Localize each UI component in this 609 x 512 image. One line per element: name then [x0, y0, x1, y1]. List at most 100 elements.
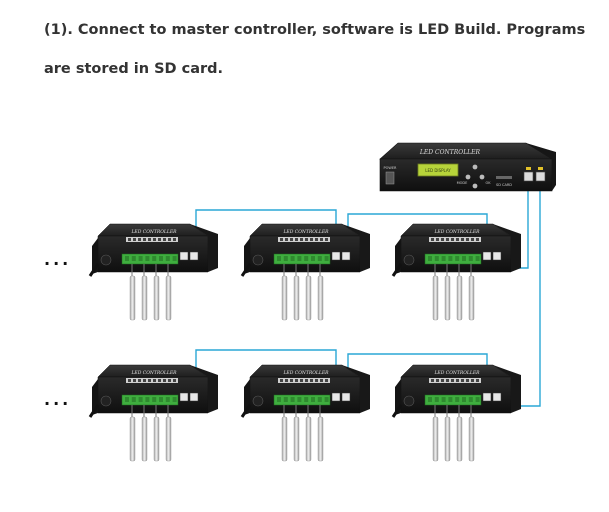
- led-tube: [293, 275, 300, 321]
- led-tube: [165, 275, 172, 321]
- led-tube: [444, 416, 451, 462]
- slave-terminal-screw: [138, 256, 143, 261]
- led-tube: [129, 275, 136, 321]
- slave-ethernet-port-in: [179, 392, 189, 402]
- slave-terminal-screw: [165, 397, 170, 402]
- master-ethernet-port-1: [523, 171, 534, 182]
- slave-power-gland: [252, 254, 264, 266]
- master-ok-button: [479, 174, 485, 180]
- slave-terminal-screw: [428, 397, 432, 402]
- slave-terminal-screw: [290, 397, 295, 402]
- master-power-switch: [385, 171, 395, 185]
- master-ok-label: OK: [485, 181, 491, 185]
- slave-plate-mark: [471, 379, 474, 382]
- slave-plate-mark: [153, 238, 156, 241]
- slave-terminal-screw: [441, 397, 446, 402]
- slave-terminal-block: [273, 394, 331, 406]
- continuation-ellipsis-top-row: ...: [44, 250, 72, 269]
- slave-terminal-screw: [283, 256, 288, 261]
- slave-power-cable: [391, 263, 403, 277]
- slave-terminal-screw: [131, 397, 136, 402]
- slave-plate-mark: [436, 379, 439, 382]
- slave-label-plate: [126, 237, 178, 242]
- slave-ethernet-port-in: [482, 251, 492, 261]
- master-lcd-display: [417, 163, 459, 177]
- slave-plate-mark: [305, 238, 308, 241]
- slave-plate-mark: [320, 379, 323, 382]
- led-tube: [141, 275, 148, 321]
- slave-plate-mark: [133, 238, 136, 241]
- slave-terminal-screw: [428, 256, 432, 261]
- led-tube: [456, 416, 463, 462]
- slave-plate-mark: [143, 238, 146, 241]
- slave-plate-mark: [320, 238, 323, 241]
- slave-plate-mark: [476, 238, 479, 241]
- led-tube: [165, 416, 172, 462]
- slave-terminal-block: [121, 253, 179, 265]
- slave-terminal-screw: [455, 397, 460, 402]
- caption-line-1: (1). Connect to master controller, softw…: [44, 22, 586, 38]
- led-tube: [153, 275, 160, 321]
- slave-terminal-screw: [448, 397, 453, 402]
- slave-ethernet-port-out: [189, 251, 199, 261]
- led-tube: [468, 275, 475, 321]
- slave-label-plate: [429, 378, 481, 383]
- slave-terminal-screw: [125, 256, 129, 261]
- slave-label: LED CONTROLLER: [130, 229, 177, 235]
- master-port-led-1: [526, 167, 531, 170]
- slave-right-side: [493, 224, 521, 272]
- slave-label: LED CONTROLLER: [282, 229, 329, 235]
- slave-terminal-screw: [324, 256, 329, 261]
- slave-terminal-screw: [462, 256, 466, 261]
- slave-ethernet-port-out: [341, 392, 351, 402]
- slave-terminal-screw: [290, 256, 295, 261]
- slave-plate-mark: [451, 379, 454, 382]
- slave-plate-mark: [305, 379, 308, 382]
- slave-terminal-screw: [297, 397, 302, 402]
- led-tube: [281, 416, 288, 462]
- slave-terminal-screw: [152, 256, 157, 261]
- continuation-ellipsis-bottom-row: ...: [44, 390, 72, 409]
- slave-controllers: LED CONTROLLER LED CONTROLLER LED CONTROLL…: [88, 223, 521, 462]
- slave-terminal-screw: [468, 397, 473, 402]
- slave-plate-mark: [168, 238, 171, 241]
- slave-terminal-block: [424, 253, 482, 265]
- led-tube: [317, 275, 324, 321]
- slave-plate-mark: [315, 238, 318, 241]
- slave-ethernet-port-in: [331, 392, 341, 402]
- led-tube: [129, 416, 136, 462]
- led-tube: [444, 275, 451, 321]
- slave-plate-mark: [158, 379, 161, 382]
- slave-terminal-screw: [125, 397, 129, 402]
- led-tube: [153, 416, 160, 462]
- slave-plate-mark: [315, 379, 318, 382]
- slave-controller-bottom-1: LED CONTROLLER: [88, 364, 218, 462]
- slave-plate-mark: [431, 238, 434, 241]
- slave-terminal-screw: [172, 256, 177, 261]
- slave-power-cable: [88, 404, 100, 418]
- master-sd-slot: [496, 176, 512, 179]
- slave-ethernet-port-in: [179, 251, 189, 261]
- slave-terminal-screw: [311, 397, 315, 402]
- slave-terminal-block: [273, 253, 331, 265]
- slave-terminal-screw: [277, 397, 281, 402]
- slave-power-gland: [403, 254, 415, 266]
- slave-terminal-screw: [468, 256, 473, 261]
- slave-right-side: [342, 224, 370, 272]
- master-mode-button: [465, 174, 471, 180]
- master-ethernet-port-2: [535, 171, 546, 182]
- slave-plate-mark: [133, 379, 136, 382]
- slave-terminal-screw: [165, 256, 170, 261]
- slave-plate-mark: [163, 379, 166, 382]
- slave-power-gland: [100, 395, 112, 407]
- slave-label: LED CONTROLLER: [282, 370, 329, 376]
- slave-right-side: [493, 365, 521, 413]
- slave-plate-mark: [173, 379, 176, 382]
- slave-plate-mark: [446, 238, 449, 241]
- slave-controller-top-2: LED CONTROLLER: [240, 223, 370, 321]
- slave-plate-mark: [163, 238, 166, 241]
- slave-plate-mark: [295, 238, 298, 241]
- slave-power-gland: [252, 395, 264, 407]
- led-tube: [317, 416, 324, 462]
